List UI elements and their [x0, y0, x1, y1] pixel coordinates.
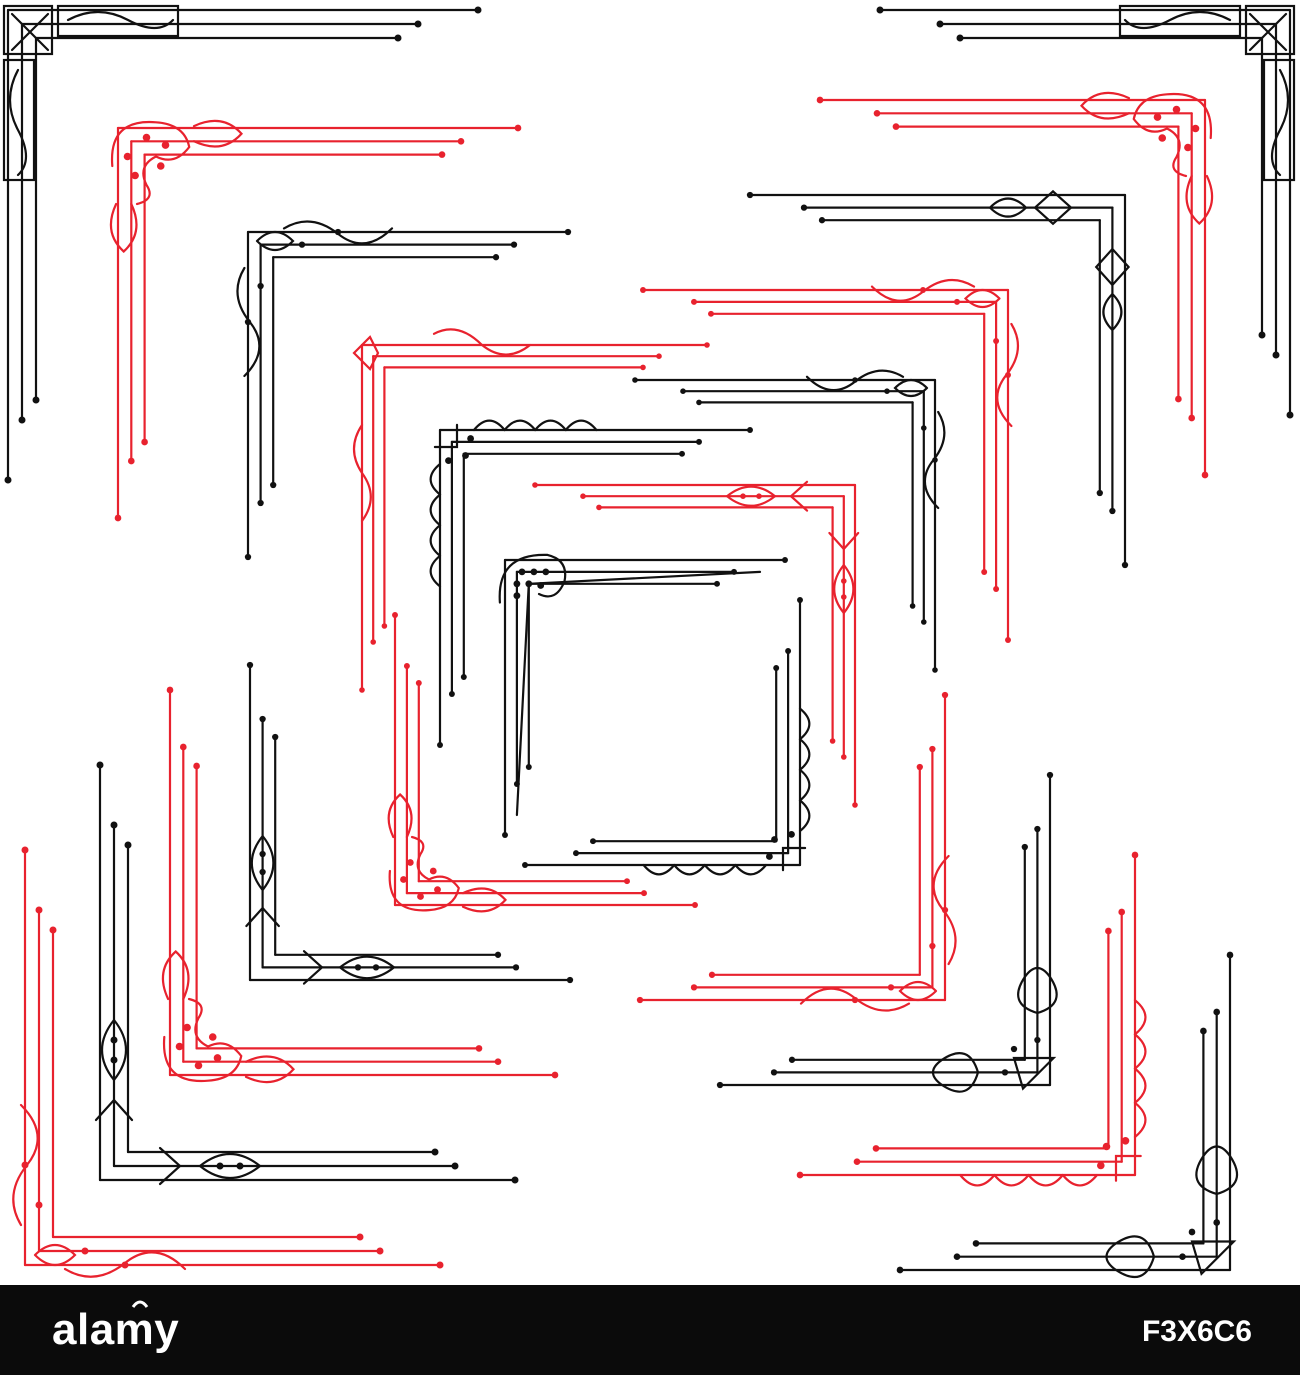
brand-mark-icon [131, 1300, 149, 1308]
corner-top-left-black [2, 4, 482, 484]
corner-bottom-left-black [245, 661, 574, 985]
corner-top-right-black [876, 4, 1296, 419]
corner-bottom-right-black [522, 597, 811, 876]
corner-bottom-left-red-3 [12, 846, 444, 1278]
stock-image-id: F3X6C6 [1141, 1315, 1252, 1348]
corner-bottom-right-black-2 [716, 771, 1058, 1093]
brand-logo-text: alamy [52, 1305, 180, 1354]
corner-top-left-black-2 [236, 220, 572, 561]
ornamental-corners-artwork [2, 4, 1296, 1279]
corner-top-right-black-3 [632, 369, 946, 673]
corner-bottom-right-black-3 [896, 951, 1239, 1279]
corner-top-right-red [816, 91, 1214, 479]
corner-bottom-right-red [636, 691, 957, 1012]
corner-top-left-red-2 [352, 328, 710, 693]
corner-bottom-left-red [387, 612, 698, 913]
corner-bottom-right-red-2 [796, 851, 1147, 1187]
corner-top-left-black-3 [429, 419, 753, 748]
corner-bottom-left-black-2 [94, 761, 519, 1186]
corner-top-left-red [109, 119, 522, 522]
corner-top-right-red-3 [532, 480, 860, 808]
corner-top-right-black-2 [746, 189, 1131, 569]
corner-top-right-red-2 [640, 279, 1019, 643]
corner-bottom-left-red-2 [161, 686, 559, 1084]
corner-top-left-black-4 [498, 553, 788, 838]
watermark-footer: alamy F3X6C6 [0, 1285, 1300, 1375]
corner-layer [2, 4, 1296, 1279]
